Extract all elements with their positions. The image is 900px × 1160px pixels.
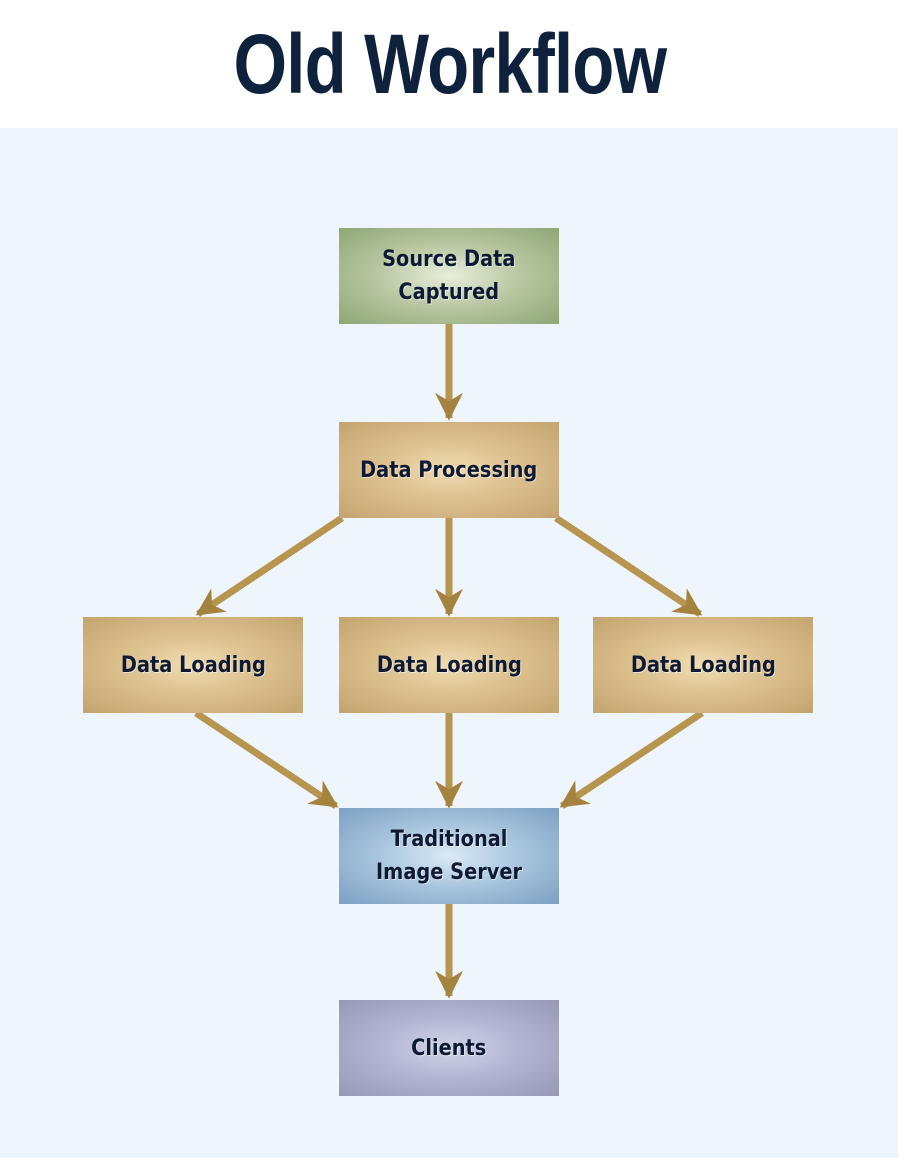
node-source-data-captured: Source Data Captured (339, 228, 559, 324)
arrow-loading-3-to-server (559, 710, 704, 809)
node-source-line1: Source Data (382, 247, 516, 272)
node-data-loading-1: Data Loading (83, 617, 303, 713)
title-area: Old Workflow (0, 0, 900, 128)
node-traditional-image-server: Traditional Image Server (339, 808, 559, 904)
node-clients: Clients (339, 1000, 559, 1096)
node-data-loading-2: Data Loading (339, 617, 559, 713)
arrow-processing-to-loading-3 (554, 515, 703, 617)
node-server-line2: Image Server (375, 860, 523, 885)
node-loading-3-label: Data Loading (630, 652, 776, 678)
node-loading-2-label: Data Loading (376, 652, 522, 678)
diagram-title: Old Workflow (233, 16, 668, 111)
arrow-processing-to-loading-1 (195, 515, 344, 617)
node-data-loading-3: Data Loading (593, 617, 813, 713)
node-server-line1: Traditional (390, 827, 508, 852)
node-processing-label: Data Processing (360, 457, 538, 483)
node-source-line2: Captured (398, 280, 500, 305)
arrow-loading-1-to-server (194, 710, 339, 809)
node-clients-label: Clients (411, 1035, 487, 1061)
node-data-processing: Data Processing (339, 422, 559, 518)
node-loading-1-label: Data Loading (120, 652, 266, 678)
